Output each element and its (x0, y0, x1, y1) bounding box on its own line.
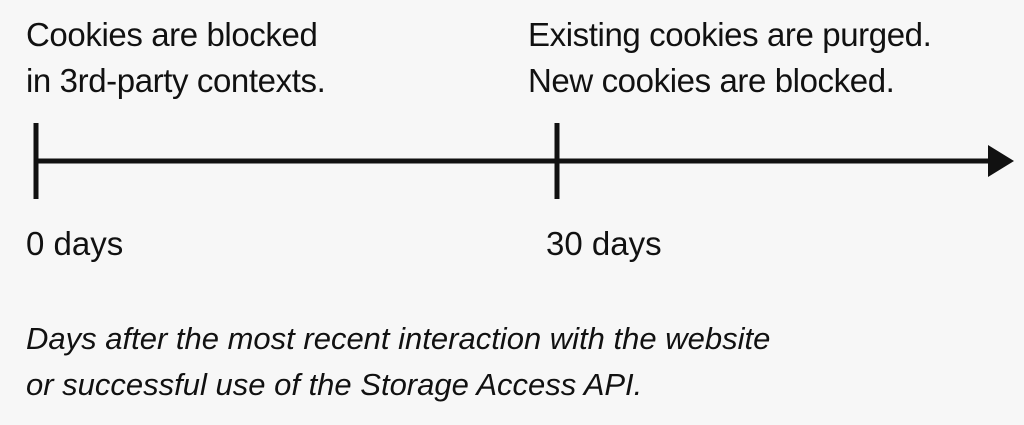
event-0-line-1: Cookies are blocked (26, 16, 318, 53)
event-0-line-2: in 3rd-party contexts. (26, 62, 326, 99)
timeline-arrowhead (988, 145, 1014, 177)
caption-line-1: Days after the most recent interaction w… (26, 321, 771, 356)
event-1-line-1: Existing cookies are purged. (528, 16, 932, 53)
tick-label-0-days: 0 days (26, 225, 124, 262)
timeline-caption: Days after the most recent interaction w… (26, 316, 770, 408)
event-0-description: Cookies are blocked in 3rd-party context… (26, 12, 326, 104)
event-1-line-2: New cookies are blocked. (528, 62, 895, 99)
caption-line-2: or successful use of the Storage Access … (26, 367, 643, 402)
tick-label-30-days: 30 days (546, 225, 662, 262)
event-1-description: Existing cookies are purged. New cookies… (528, 12, 932, 104)
